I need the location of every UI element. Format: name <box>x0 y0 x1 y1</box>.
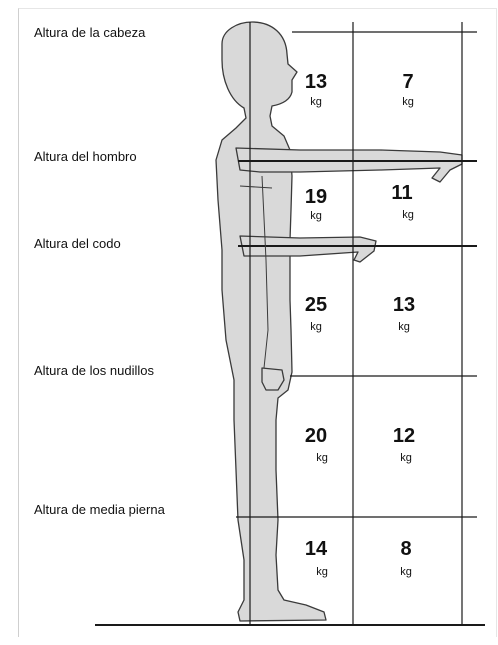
weight-zone2-far: 11 <box>391 182 413 204</box>
unit-zone4-far: kg <box>400 452 412 464</box>
human-silhouette <box>215 21 463 622</box>
weight-zone4-close: 20 <box>304 425 328 447</box>
unit-zone3-close: kg <box>310 321 322 333</box>
unit-zone4-close: kg <box>316 452 328 464</box>
diagram-frame <box>18 8 497 637</box>
unit-zone5-close: kg <box>316 566 328 578</box>
grid-lines <box>95 22 485 626</box>
unit-zone1-close: kg <box>310 96 322 108</box>
label-head-height: Altura de la cabeza <box>34 25 146 40</box>
weight-zone5-far: 8 <box>400 538 412 560</box>
weight-zone4-far: 12 <box>392 425 416 447</box>
weight-zone1-close: 13 <box>304 71 328 93</box>
label-knuckle-height: Altura de los nudillos <box>34 363 154 378</box>
body-inner-contours <box>239 175 273 369</box>
weight-zone2-close: 19 <box>304 186 328 208</box>
label-midleg-height: Altura de media pierna <box>34 502 165 517</box>
unit-zone2-close: kg <box>310 210 322 222</box>
unit-zone1-far: kg <box>402 96 414 108</box>
weight-zone5-close: 14 <box>304 538 328 560</box>
unit-zone3-far: kg <box>398 321 410 333</box>
weight-zone3-close: 25 <box>304 294 328 316</box>
unit-zone2-far: kg <box>402 209 414 221</box>
unit-zone5-far: kg <box>400 566 412 578</box>
weight-zone1-far: 7 <box>402 71 414 93</box>
label-shoulder-height: Altura del hombro <box>34 149 137 164</box>
label-elbow-height: Altura del codo <box>34 236 121 251</box>
weight-zone3-far: 13 <box>392 294 416 316</box>
